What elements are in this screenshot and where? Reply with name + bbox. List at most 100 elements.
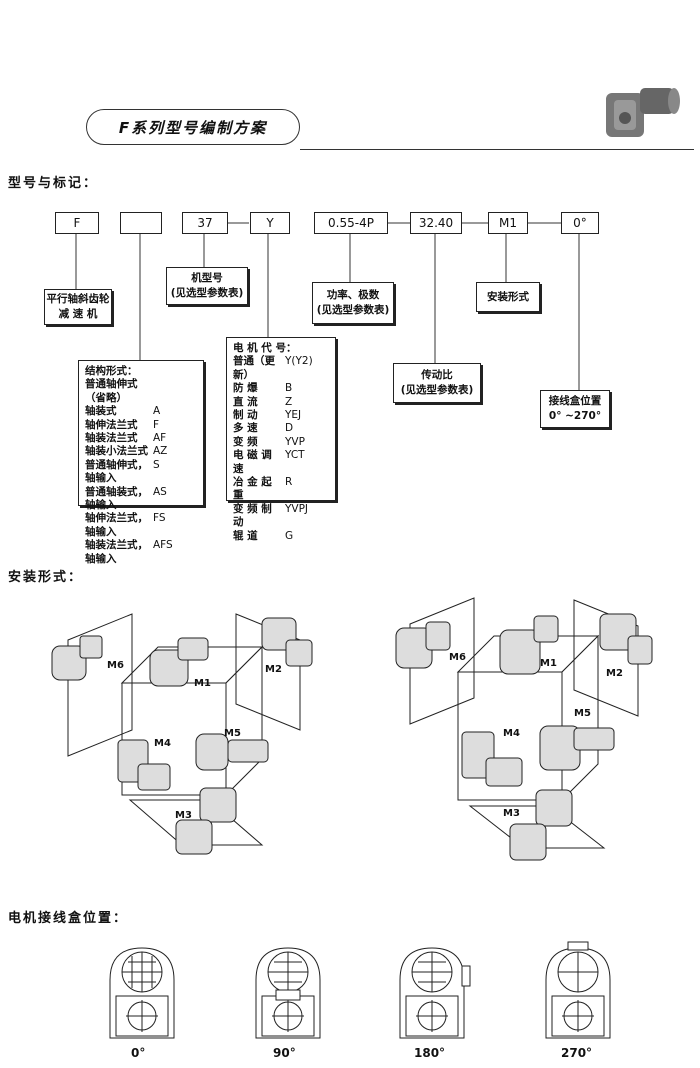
label-ratio: 传动比 (见选型参数表) [393, 363, 481, 403]
list-item: 变 频 制 动 YVPJ [233, 503, 329, 530]
mounting-diagram-left [51, 613, 313, 855]
structure-list: 结构形式： 普通轴伸式（省略） 轴装式 A 轴伸法兰式 F 轴装法兰式 AF 轴装小法… [78, 360, 204, 565]
motor-code-title: 电 机 代 号： [233, 342, 297, 354]
motor-code: YCT [285, 449, 305, 462]
section-mounting: 安装形式： [8, 570, 84, 585]
motor-name: 防 爆 [233, 382, 258, 395]
code-box-box-position: 0° [561, 212, 599, 234]
structure-code: AFS [153, 539, 173, 552]
label-frame-line1: 机型号 [191, 272, 223, 284]
terminal-box-drawings [109, 941, 611, 1039]
label-mount: 安装形式 [476, 282, 540, 312]
structure-name: 轴装法兰式，轴输入 [85, 539, 148, 565]
label-mount-text: 安装形式 [487, 290, 529, 303]
label-reducer: 平行轴斜齿轮 减 速 机 [44, 289, 112, 325]
mount-label-m2-right: M2 [606, 668, 623, 679]
structure-code: F [153, 418, 160, 431]
motor-code: D [285, 422, 294, 435]
motor-code: YVP [285, 435, 305, 448]
label-frame: 机型号 (见选型参数表) [166, 267, 248, 305]
motor-name: 变 频 [233, 435, 258, 448]
angle-label-90: 90° [273, 1046, 296, 1060]
angle-label-0: 0° [131, 1046, 146, 1060]
motor-code: G [285, 529, 294, 542]
mount-label-m6-right: M6 [449, 652, 466, 663]
code-box-ratio: 32.40 [410, 212, 462, 234]
motor-code: R [285, 476, 293, 489]
structure-name: 普通轴伸式，轴输入 [85, 458, 148, 485]
list-item: 轴伸法兰式 F [85, 419, 197, 432]
mount-label-m6-left: M6 [107, 660, 124, 671]
section-model-marking: 型号与标记： [8, 176, 99, 191]
motor-name: 辊 道 [233, 529, 258, 542]
motor-name: 普通（更新） [233, 355, 275, 381]
mount-label-m4-left: M4 [154, 738, 171, 749]
motor-name: 直 流 [233, 395, 258, 408]
mount-label-m1-left: M1 [194, 678, 211, 689]
label-power-line2: (见选型参数表) [316, 304, 390, 316]
motor-code: Y(Y2) [285, 355, 313, 368]
label-reducer-line1: 平行轴斜齿轮 [46, 293, 110, 305]
list-item: 轴装法兰式，轴输入 AFS [85, 539, 197, 566]
structure-title: 结构形式： [85, 365, 138, 377]
list-item: 变 频 YVP [233, 436, 329, 449]
label-frame-line2: (见选型参数表) [170, 287, 244, 299]
label-ratio-line1: 传动比 [421, 369, 453, 381]
motor-name: 多 速 [233, 422, 258, 435]
structure-name: 轴装小法兰式 [85, 445, 148, 458]
list-item: 普通轴伸式（省略） [85, 378, 197, 405]
label-power-line1: 功率、极数 [326, 289, 380, 301]
mount-label-m2-left: M2 [265, 664, 282, 675]
structure-name: 轴伸法兰式，轴输入 [85, 512, 148, 538]
code-box-motor: Y [250, 212, 290, 234]
structure-name: 轴装式 [85, 405, 117, 418]
code-box-series: F [55, 212, 99, 234]
structure-name: 轴装法兰式 [85, 432, 138, 445]
code-box-frame: 37 [182, 212, 228, 234]
mount-label-m1-right: M1 [540, 658, 557, 669]
mount-label-m3-left: M3 [175, 810, 192, 821]
label-box-position-line2: 0° ~270° [548, 410, 602, 422]
mounting-diagram-right [395, 597, 653, 861]
structure-code: A [153, 405, 161, 418]
structure-code: S [153, 458, 160, 471]
motor-code: YVPJ [285, 502, 309, 515]
mount-label-m3-right: M3 [503, 808, 520, 819]
structure-code: FS [153, 512, 166, 525]
label-box-position: 接线盒位置 0° ~270° [540, 390, 610, 428]
list-item: 轴装法兰式 AF [85, 432, 197, 445]
structure-name: 轴伸法兰式 [85, 418, 138, 431]
structure-code [153, 378, 197, 405]
structure-name: 普通轴伸式（省略） [85, 378, 138, 404]
list-item: 轴装式 A [85, 405, 197, 418]
mount-label-m4-right: M4 [503, 728, 520, 739]
mount-label-m5-right: M5 [574, 708, 591, 719]
motor-code: B [285, 382, 293, 395]
page-title: F系列型号编制方案 [86, 109, 300, 145]
structure-code: AS [153, 485, 167, 498]
motor-code: Z [285, 395, 293, 408]
code-box-power: 0.55-4P [314, 212, 388, 234]
motor-name: 变 频 制 动 [233, 502, 272, 529]
label-reducer-line2: 减 速 机 [58, 308, 98, 320]
mount-label-m5-left: M5 [224, 728, 241, 739]
motor-name: 冶 金 起 重 [233, 476, 272, 502]
structure-code: AF [153, 432, 167, 445]
title-rule [300, 149, 694, 150]
list-item: 轴伸法兰式，轴输入 FS [85, 512, 197, 539]
list-item: 普通（更新） Y(Y2) [233, 355, 329, 382]
gearbox-thumbnail-icon [606, 88, 680, 137]
motor-code: YEJ [285, 409, 302, 422]
label-box-position-line1: 接线盒位置 [548, 395, 602, 407]
code-box-mount: M1 [488, 212, 528, 234]
